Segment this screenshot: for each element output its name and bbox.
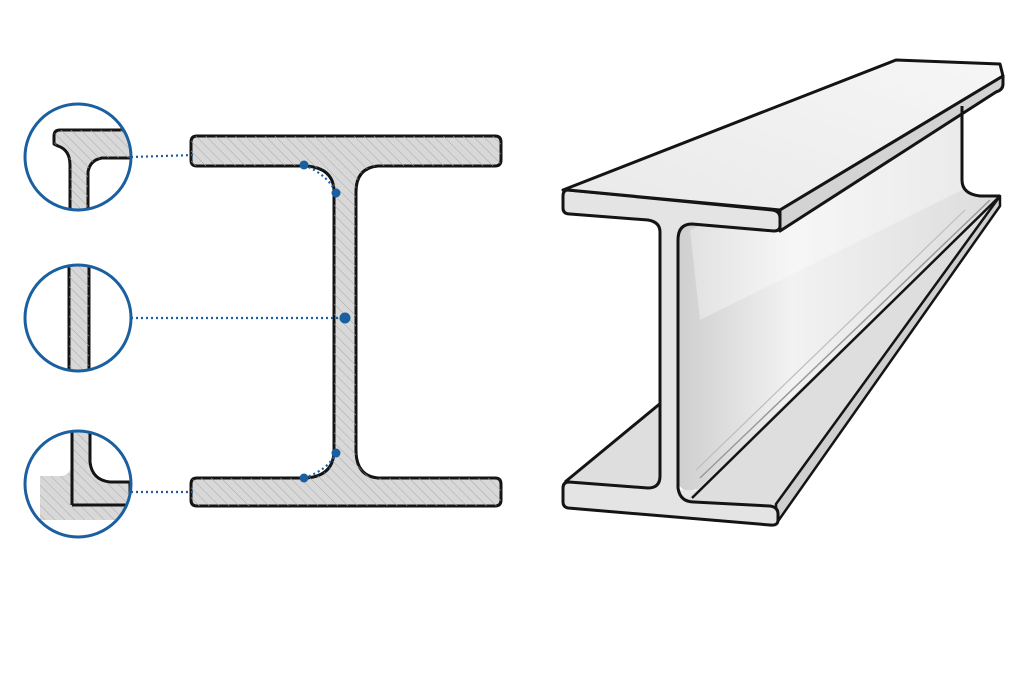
beam-bottom-flange-surface <box>565 196 1000 524</box>
beam-top-flange-side <box>778 74 1005 233</box>
dot-fillet-top-a <box>299 160 309 170</box>
web-detail-icon <box>23 263 133 373</box>
beam-fillet-line-web <box>695 209 966 471</box>
dot-fillet-bottom-b <box>299 473 309 483</box>
leader-top <box>130 153 195 159</box>
beam-bottom-flange-back-edge <box>691 195 1001 499</box>
beam-web-far-end <box>960 106 1000 198</box>
dot-web-mid <box>339 312 351 324</box>
beam-fillet-line-bottom <box>699 199 991 479</box>
dot-fillet-top-b <box>331 188 341 198</box>
beam-front-face <box>561 188 782 527</box>
marker-dots <box>299 160 351 483</box>
beam-bottom-flange-edge <box>564 400 663 484</box>
i-beam-3d <box>561 58 1005 527</box>
flange-web-fillet-bottom-detail-icon <box>23 429 133 539</box>
leader-lines <box>130 153 345 494</box>
beam-web-shadow <box>690 112 962 320</box>
flange-web-fillet-top-detail-icon <box>23 102 133 212</box>
dot-fillet-bottom-a <box>331 448 341 458</box>
